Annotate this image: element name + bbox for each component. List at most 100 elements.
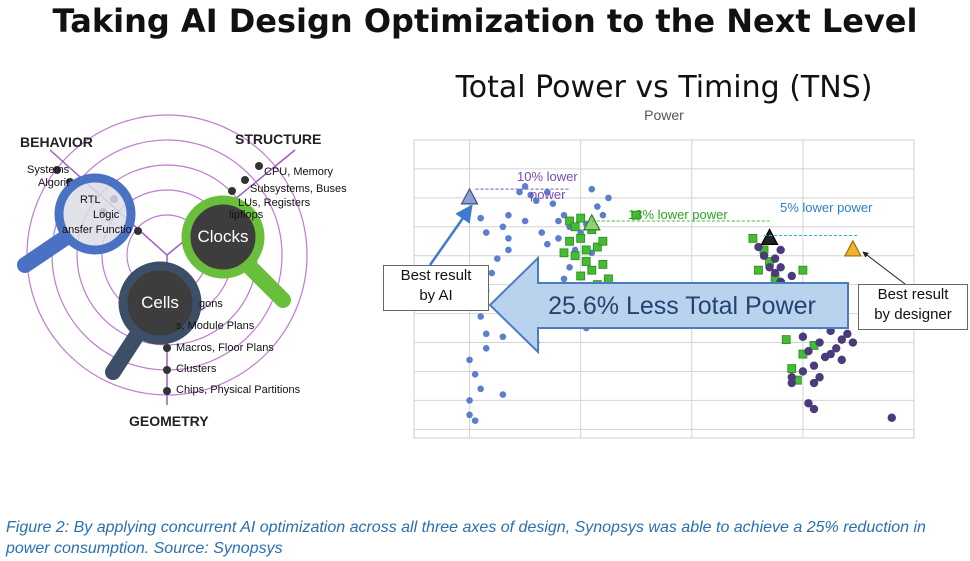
point-s1-2: [576, 213, 586, 223]
behavior-level-1: Algorit: [38, 177, 70, 189]
cells-lens-icon: [105, 261, 202, 380]
geometry-level-0: gons: [199, 298, 223, 310]
point-s0-2: [494, 255, 501, 262]
point-s2-4: [765, 263, 774, 272]
point-s0-47: [599, 211, 607, 219]
point-s0-3: [488, 269, 496, 277]
structure-level-0: CPU, Memory: [264, 166, 334, 178]
axis-dot-4: [134, 227, 142, 235]
point-s0-26: [544, 188, 551, 196]
point-s2-31: [787, 373, 796, 382]
axis-dot-12: [163, 366, 171, 374]
behavior-lens-icon: [17, 173, 136, 273]
point-s2-7: [787, 271, 796, 281]
page-title: Taking AI Design Optimization to the Nex…: [52, 2, 918, 40]
structure-level-2: LUs, Registers: [238, 197, 311, 209]
point-s1-0: [565, 216, 574, 226]
axis-dot-6: [241, 176, 249, 184]
callout-des-line1: Best result: [877, 286, 949, 303]
label-13pct: 13% lower power: [628, 207, 728, 222]
marker-best-designer: [843, 239, 862, 257]
axis-dot-11: [163, 344, 171, 352]
point-s2-14: [837, 335, 846, 344]
geometry-level-3: Clusters: [176, 363, 217, 375]
point-s0-30: [538, 229, 546, 236]
point-s1-17: [559, 248, 569, 258]
point-s0-31: [521, 217, 529, 225]
point-s2-28: [809, 378, 819, 388]
marker-best-ai: [460, 187, 479, 205]
point-s1-5: [581, 245, 591, 255]
point-s2-1: [759, 251, 769, 260]
point-s0-8: [466, 397, 473, 404]
point-s0-23: [521, 182, 529, 190]
point-s1-24: [754, 265, 763, 275]
point-s2-27: [826, 349, 835, 359]
label-total-power: 25.6% Less Total Power: [548, 292, 816, 320]
point-s0-7: [477, 385, 484, 393]
point-s0-38: [588, 185, 596, 193]
point-s0-14: [499, 333, 507, 341]
point-s1-6: [570, 251, 580, 261]
label-10pct-power: power: [530, 187, 566, 202]
point-s1-33: [798, 265, 808, 275]
point-s2-0: [754, 242, 763, 252]
point-s2-5: [770, 268, 780, 278]
structure-label: STRUCTURE: [235, 131, 322, 147]
point-s2-26: [837, 355, 846, 365]
point-s2-15: [843, 329, 852, 339]
point-s2-2: [770, 254, 780, 263]
point-s0-33: [555, 235, 562, 242]
structure-level-1: Subsystems, Buses: [250, 183, 347, 195]
point-s2-16: [848, 338, 858, 347]
clocks-lens-label: Clocks: [197, 227, 249, 246]
point-s2-17: [832, 344, 841, 353]
point-s0-41: [560, 275, 568, 283]
point-s2-30: [809, 404, 819, 414]
point-s2-33: [887, 413, 896, 422]
point-s0-48: [605, 194, 612, 202]
point-s2-24: [787, 378, 796, 388]
behavior-level-0: Systems: [27, 164, 70, 176]
callout-best-by-ai: Best result by AI: [383, 265, 489, 311]
point-s0-6: [471, 371, 479, 378]
point-s0-20: [499, 223, 507, 231]
point-s0-27: [549, 200, 557, 207]
point-s0-32: [544, 240, 551, 248]
point-s2-19: [798, 332, 808, 341]
geometry-level-1: s, Module Plans: [176, 320, 255, 332]
point-s1-7: [581, 257, 591, 266]
point-s2-32: [776, 263, 785, 272]
marker-designer-black: [760, 228, 779, 245]
point-s1-12: [592, 242, 602, 252]
point-s2-29: [804, 399, 813, 408]
geometry-level-4: Chips, Physical Partitions: [176, 384, 301, 396]
chart-title: Total Power vs Timing (TNS): [455, 70, 873, 105]
point-s2-23: [798, 367, 808, 376]
geometry-label: GEOMETRY: [129, 413, 209, 429]
callout-ai-line2: by AI: [419, 287, 453, 304]
geometry-level-2: Macros, Floor Plans: [176, 342, 274, 354]
point-s2-25: [815, 373, 824, 382]
point-s0-19: [505, 235, 512, 242]
axis-dot-7: [228, 187, 236, 195]
pointer-designer: [862, 251, 906, 285]
point-s0-11: [499, 391, 507, 398]
total-power-arrow: [488, 255, 849, 355]
point-s0-24: [527, 191, 534, 199]
axis-dot-5: [255, 162, 263, 170]
point-s0-39: [594, 203, 601, 210]
point-s0-13: [482, 330, 490, 338]
point-s1-13: [598, 260, 608, 269]
cells-lens-label: Cells: [141, 293, 179, 312]
point-s0-12: [482, 345, 490, 352]
point-s0-18: [505, 246, 512, 254]
point-s0-10: [471, 417, 479, 424]
point-s2-3: [776, 245, 785, 255]
point-s0-4: [477, 313, 484, 320]
point-s1-32: [631, 210, 641, 220]
figure-caption: Figure 2: By applying concurrent AI opti…: [6, 519, 926, 557]
point-s1-27: [787, 364, 797, 373]
behavior-level-4: ansfer Functio: [62, 224, 132, 236]
